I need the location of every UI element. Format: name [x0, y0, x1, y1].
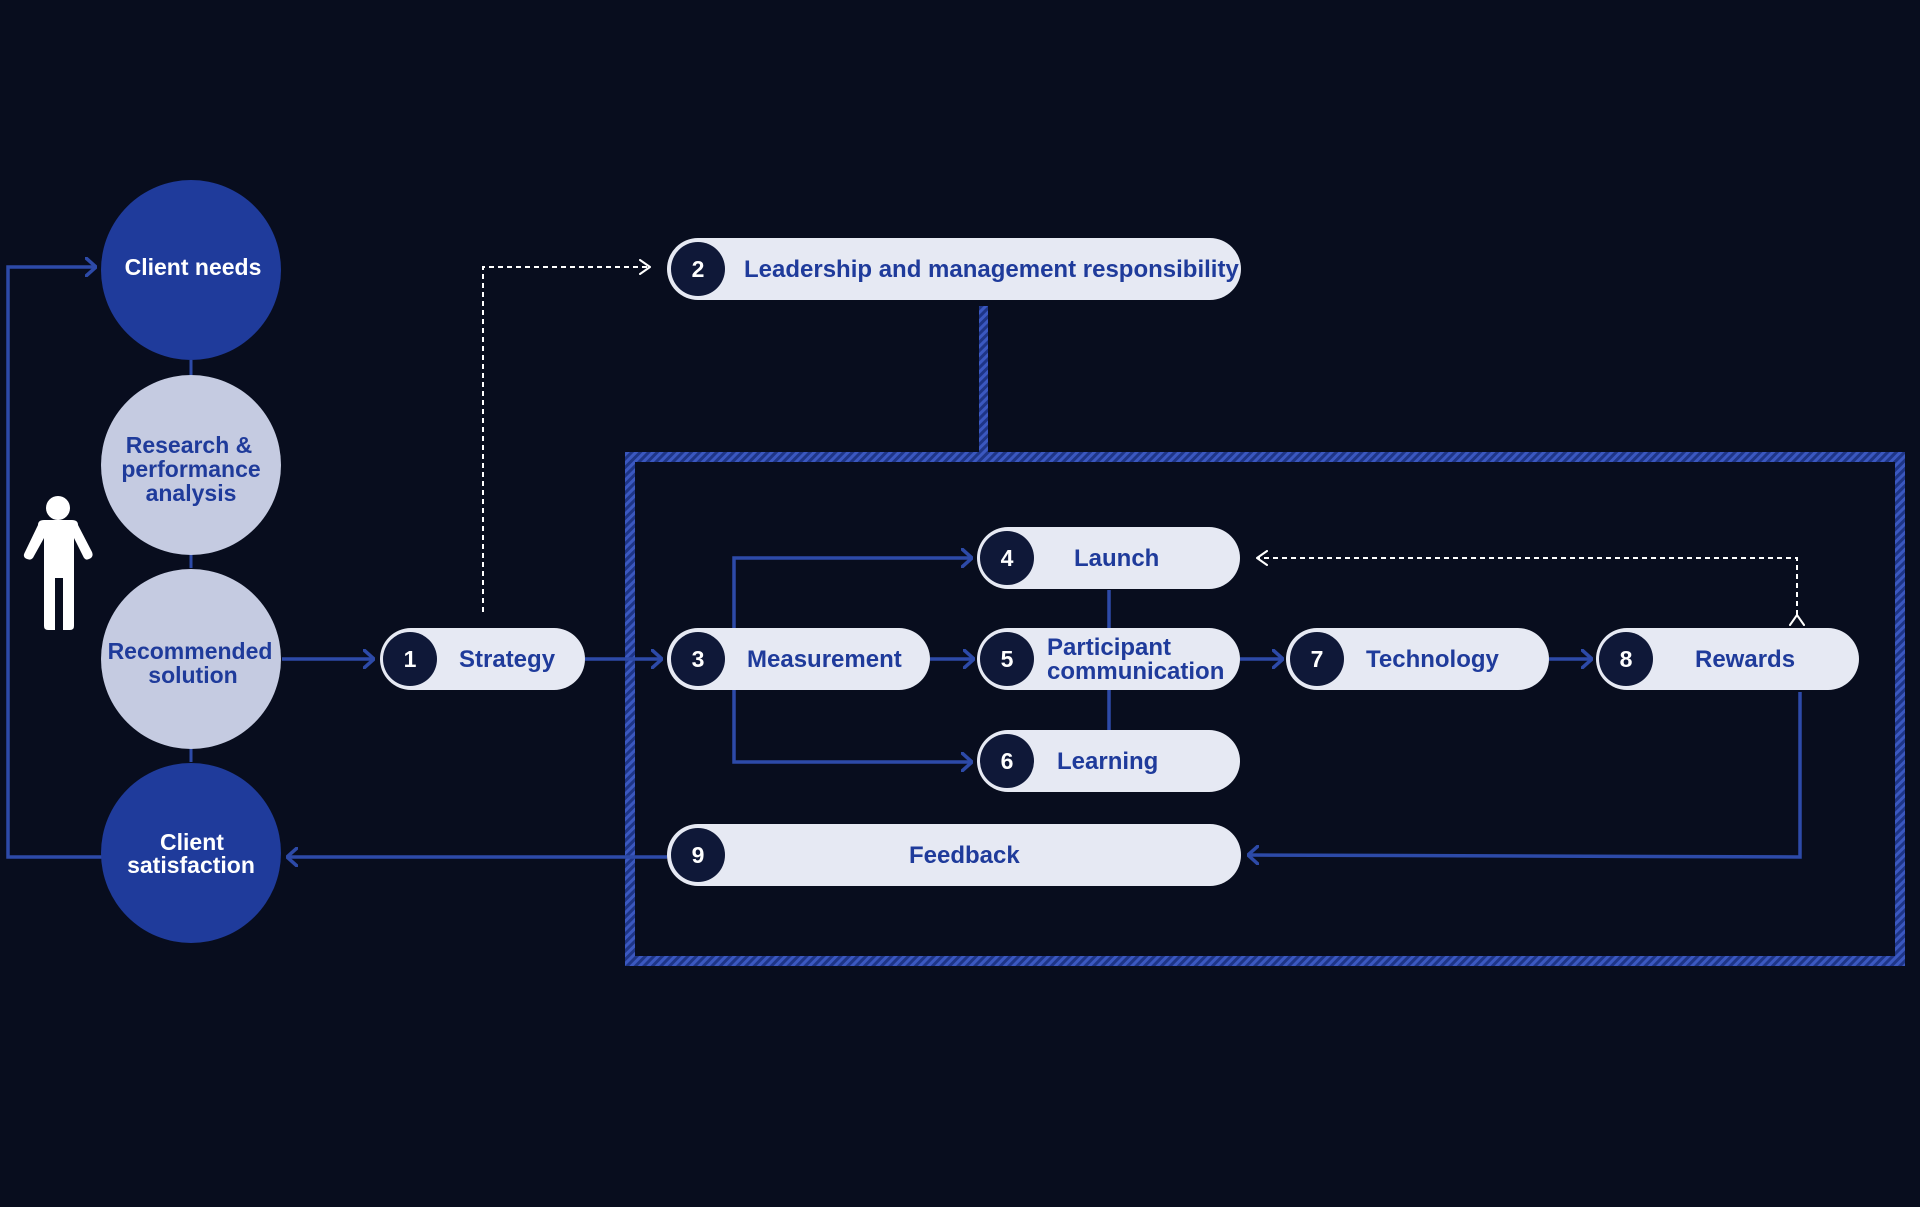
client-needs-label: Client needs — [125, 254, 262, 280]
hatched-frame — [625, 306, 1905, 966]
step-6-learning: 6 Learning — [977, 730, 1240, 792]
step-4-label: Launch — [1074, 545, 1159, 572]
step-9-number: 9 — [692, 842, 705, 868]
step-3-badge — [671, 632, 725, 686]
circle-client-satisfaction: Client satisfaction — [101, 763, 281, 943]
step-5-badge — [980, 632, 1034, 686]
step-3-label: Measurement — [747, 646, 902, 673]
satisfaction-label-line1: Client — [160, 829, 224, 855]
step-1-strategy: 1 Strategy — [380, 628, 585, 690]
step-8-number: 8 — [1620, 646, 1633, 672]
step-5-participant-communication: 5 Participant communication — [977, 628, 1240, 690]
step-3-number: 3 — [692, 646, 705, 672]
step-7-technology: 7 Technology — [1286, 628, 1549, 690]
arrow-measurement-launch — [732, 558, 972, 630]
satisfaction-label-line2: satisfaction — [127, 852, 255, 878]
step-9-badge — [671, 828, 725, 882]
dotted-strategy-leadership — [482, 259, 651, 612]
step-7-badge — [1290, 632, 1344, 686]
research-label-line1: Research & — [126, 432, 253, 458]
step-8-rewards: 8 Rewards — [1596, 628, 1859, 690]
step-1-number: 1 — [404, 646, 417, 672]
step-1-badge — [383, 632, 437, 686]
research-label-line3: analysis — [146, 480, 237, 506]
arrow-rewards-feedback — [1248, 692, 1802, 857]
step-2-label: Leadership and management responsibility — [744, 256, 1239, 283]
circle-client-needs: Client needs — [101, 180, 281, 360]
circle-recommended: Recommended solution — [101, 569, 281, 749]
step-2-leadership: 2 Leadership and management responsibili… — [667, 238, 1241, 300]
loop-line — [6, 267, 102, 859]
step-5-number: 5 — [1001, 646, 1014, 672]
research-label-line2: performance — [121, 456, 260, 482]
step-3-measurement: 3 Measurement — [667, 628, 930, 690]
step-6-label: Learning — [1057, 748, 1158, 775]
step-5-label-line2: communication — [1047, 658, 1224, 685]
dotted-lines — [482, 259, 1805, 626]
person-icon — [23, 496, 93, 630]
step-8-label: Rewards — [1695, 646, 1795, 673]
step-1-label: Strategy — [459, 646, 556, 673]
step-9-label: Feedback — [909, 842, 1020, 869]
circle-research: Research & performance analysis — [101, 375, 281, 555]
step-2-badge — [671, 242, 725, 296]
step-8-badge — [1599, 632, 1653, 686]
recommended-label-line1: Recommended — [108, 638, 273, 664]
step-5-label-line1: Participant — [1047, 634, 1171, 661]
step-9-feedback: 9 Feedback — [667, 824, 1241, 886]
dotted-launch-rewards — [1256, 550, 1805, 626]
step-2-number: 2 — [692, 256, 705, 282]
step-7-label: Technology — [1366, 646, 1500, 673]
step-6-badge — [980, 734, 1034, 788]
recommended-label-line2: solution — [148, 662, 237, 688]
step-4-launch: 4 Launch — [977, 527, 1240, 589]
step-4-badge — [980, 531, 1034, 585]
step-7-number: 7 — [1311, 646, 1324, 672]
flow-lines — [6, 267, 1802, 859]
step-6-number: 6 — [1001, 748, 1014, 774]
step-4-number: 4 — [1001, 545, 1014, 571]
arrow-measurement-learning — [732, 688, 972, 762]
